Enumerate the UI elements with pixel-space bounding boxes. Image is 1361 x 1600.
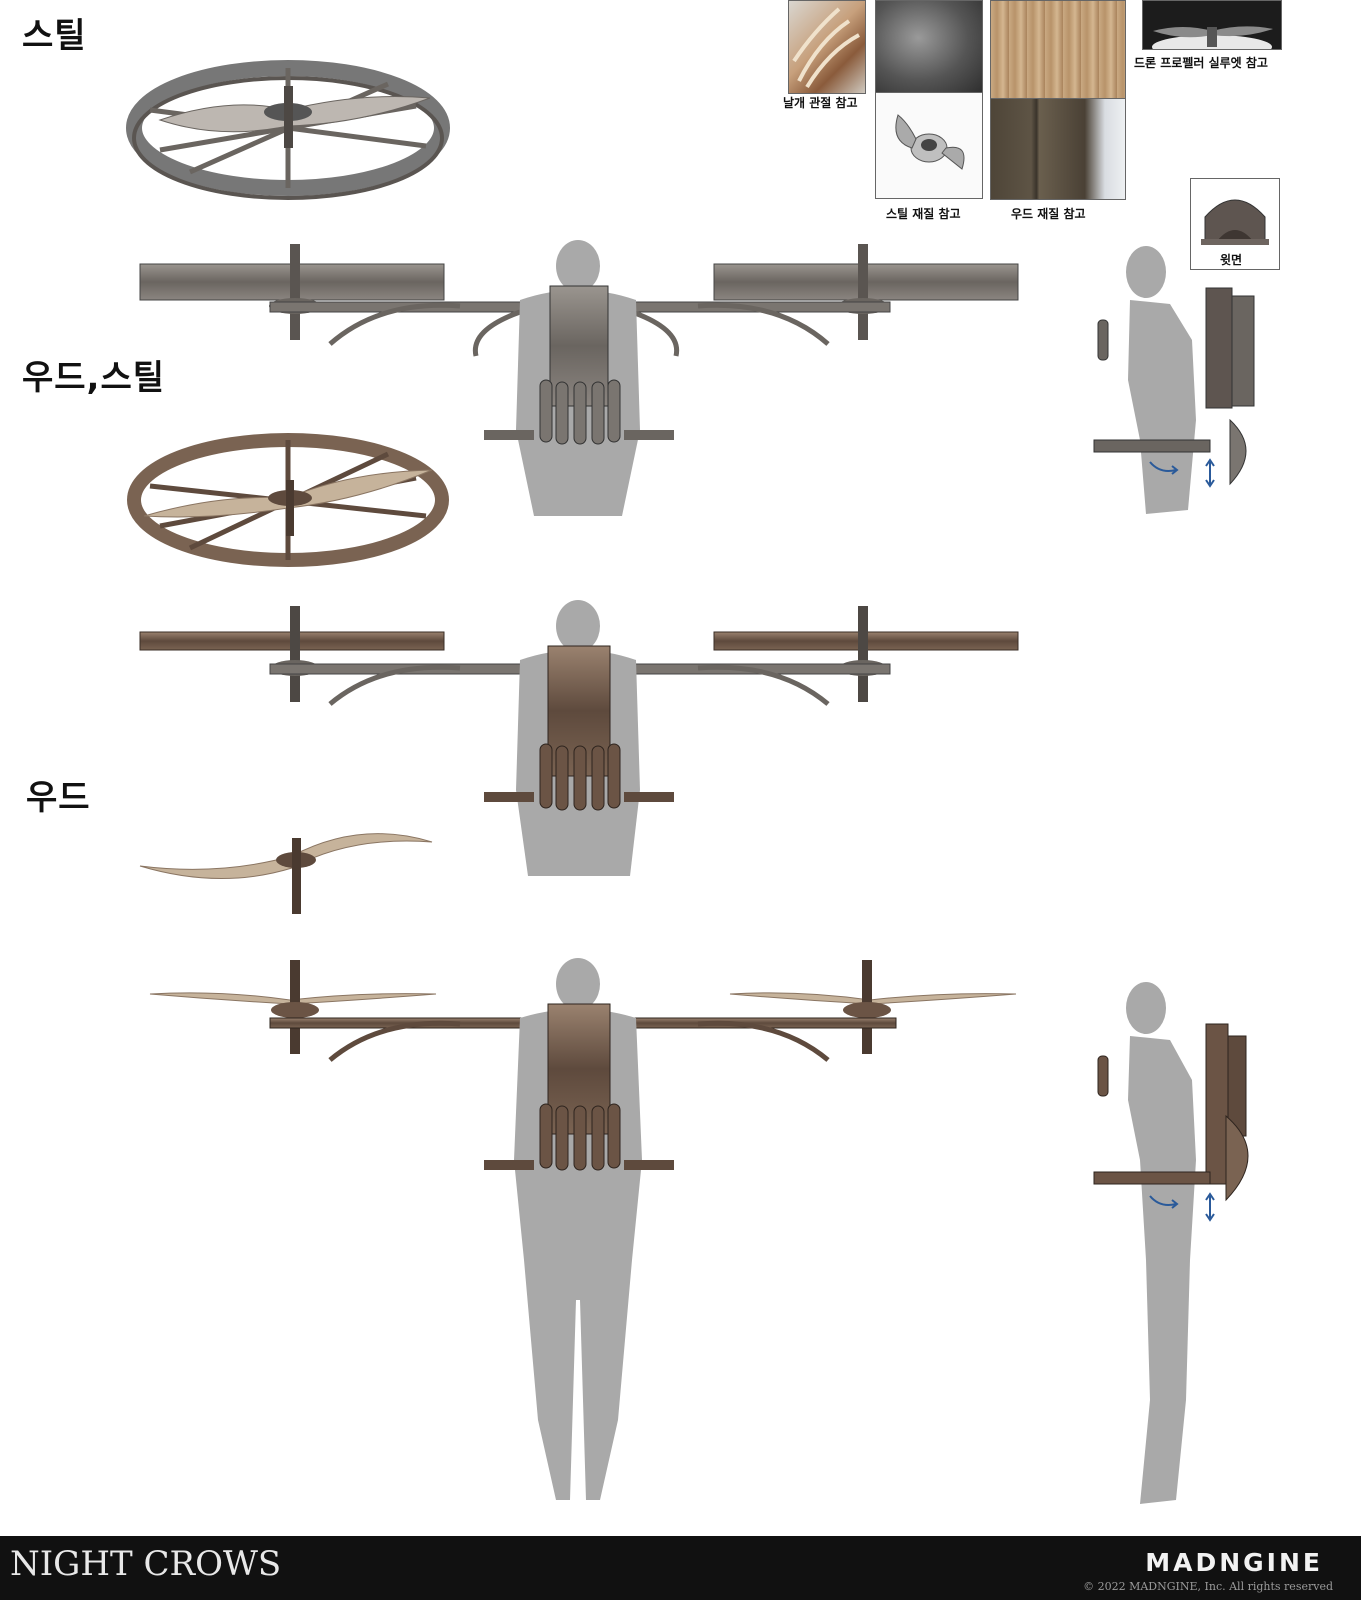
drone-propeller-reference-image bbox=[1142, 0, 1282, 50]
wing-nut-icon bbox=[895, 114, 965, 170]
section-title-wood-steel: 우드,스틸 bbox=[22, 358, 166, 398]
steel-rotor-perspective bbox=[126, 60, 450, 200]
madngine-logo: MADNGINE bbox=[1145, 1548, 1323, 1577]
wood-steel-rotor-perspective bbox=[127, 433, 449, 567]
top-view-box bbox=[1190, 178, 1280, 270]
steel-front-view bbox=[139, 240, 1019, 516]
wood-propeller-perspective bbox=[139, 833, 433, 914]
wing-joint-reference-image bbox=[788, 0, 866, 94]
concept-artwork bbox=[126, 60, 1255, 1504]
night-crows-logo: NIGHT CROWS bbox=[10, 1544, 282, 1584]
drone-propeller-caption: 드론 프로펠러 실루엣 참고 bbox=[1134, 56, 1268, 70]
steel-side-view bbox=[1093, 246, 1255, 514]
wing-joint-sketch bbox=[792, 7, 860, 89]
wing-joint-caption: 날개 관절 참고 bbox=[783, 96, 858, 110]
steel-material-caption: 스틸 재질 참고 bbox=[886, 207, 961, 221]
wing-nut-reference-image bbox=[875, 92, 983, 199]
rotate-arrow-icon bbox=[1149, 1195, 1179, 1209]
wood-material-caption: 우드 재질 참고 bbox=[1011, 207, 1086, 221]
rotate-arrow-icon bbox=[1149, 461, 1179, 475]
wood-texture-reference-image bbox=[990, 0, 1126, 100]
wood-plank-reference-image bbox=[990, 98, 1126, 200]
footer-bar: NIGHT CROWS MADNGINE © 2022 MADNGINE, In… bbox=[0, 1536, 1361, 1600]
top-view-sketch bbox=[1201, 199, 1269, 245]
copyright-notice: © 2022 MADNGINE, Inc. All rights reserve… bbox=[1083, 1580, 1333, 1593]
drone-propeller-silhouette bbox=[1152, 26, 1273, 49]
top-view-caption: 윗면 bbox=[1220, 253, 1243, 267]
section-title-steel: 스틸 bbox=[22, 16, 87, 56]
wood-front-view bbox=[149, 958, 1017, 1500]
section-title-wood: 우드 bbox=[26, 778, 91, 818]
wood-steel-front-view bbox=[139, 600, 1019, 876]
wood-side-view bbox=[1093, 982, 1249, 1504]
up-down-arrow-icon bbox=[1205, 458, 1215, 488]
up-down-arrow-icon bbox=[1205, 1192, 1215, 1222]
